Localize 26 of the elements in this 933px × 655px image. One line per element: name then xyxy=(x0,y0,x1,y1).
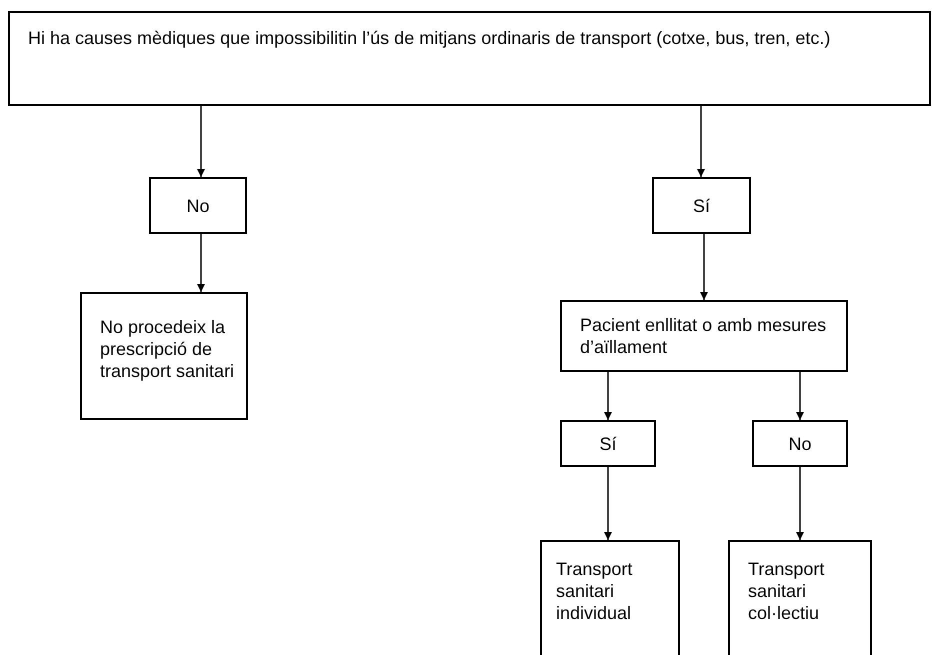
process-box xyxy=(652,177,751,234)
process-box xyxy=(149,177,247,234)
box-text: No procedeix la prescripció de transport sanitari xyxy=(100,316,236,382)
arrow xyxy=(796,467,804,540)
arrow xyxy=(197,234,205,292)
arrow xyxy=(604,372,612,420)
box-text: Hi ha causes mèdiques que impossibilitin l’ús de mitjans ordinaris de transport (cotxe, bus, tren, etc.) xyxy=(28,27,832,49)
box-text: Transport sanitari individual xyxy=(556,558,634,624)
process-box xyxy=(560,420,656,467)
box-text: Transport sanitari col·lectiu xyxy=(748,558,826,624)
arrow xyxy=(197,106,205,177)
arrow xyxy=(796,372,804,420)
box-text: Sí xyxy=(692,194,710,216)
process-box xyxy=(80,292,248,420)
process-box xyxy=(560,300,848,372)
process-box xyxy=(8,11,931,106)
arrow xyxy=(604,467,612,540)
box-text: Sí xyxy=(599,432,616,454)
process-box xyxy=(540,540,680,655)
process-box xyxy=(728,540,872,655)
arrow xyxy=(700,234,708,300)
box-text: No xyxy=(186,194,210,216)
box-text: Pacient enllitat o amb mesures d’aïllament xyxy=(580,314,828,358)
box-text: No xyxy=(788,432,812,454)
arrow xyxy=(697,106,705,177)
process-box xyxy=(752,420,848,467)
